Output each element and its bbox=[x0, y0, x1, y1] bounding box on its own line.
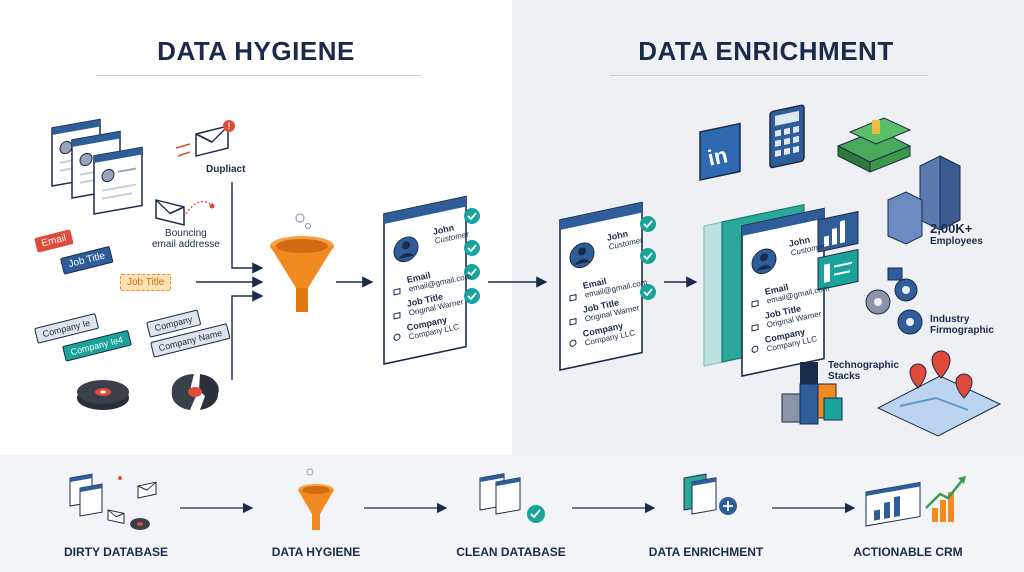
pipeline-clean-database-icon bbox=[479, 473, 545, 523]
enriched-contact-card bbox=[703, 203, 859, 377]
hygiene-funnel-icon bbox=[270, 213, 334, 312]
duplicate-label: Dupliact bbox=[206, 164, 246, 175]
bouncing-email-label: Bouncing email addresse bbox=[152, 228, 220, 250]
hygiene-title: DATA HYGIENE bbox=[157, 36, 355, 66]
enrichment-title-rule bbox=[610, 75, 928, 76]
duplicate-envelope-icon: ! bbox=[175, 120, 235, 157]
enrichment-title: DATA ENRICHMENT bbox=[638, 36, 894, 66]
stage-actionable-crm: ACTIONABLE CRM bbox=[853, 545, 963, 559]
enrichment-input-card bbox=[559, 201, 656, 371]
linkedin-icon bbox=[699, 122, 741, 181]
pipeline-band bbox=[0, 455, 1024, 572]
clean-card-checkmarks bbox=[464, 208, 480, 304]
firmographic-label: Firmographic bbox=[930, 325, 994, 336]
office-building-icon bbox=[887, 155, 961, 245]
location-map-icon bbox=[876, 350, 1002, 437]
stage-clean-database: CLEAN DATABASE bbox=[456, 545, 566, 559]
stacks-label: Stacks bbox=[828, 371, 861, 382]
dirty-data-connectors bbox=[196, 182, 264, 380]
broken-disk-icon bbox=[171, 373, 219, 410]
hygiene-title-rule bbox=[96, 75, 421, 76]
technographic-label: Technographic bbox=[828, 360, 899, 371]
svg-text:!: ! bbox=[228, 121, 231, 131]
clean-contact-card bbox=[383, 195, 467, 365]
stage-data-enrichment: DATA ENRICHMENT bbox=[648, 545, 764, 559]
pipeline-funnel-icon bbox=[298, 468, 334, 530]
industry-gears-icon bbox=[865, 267, 923, 335]
industry-label: Industry bbox=[930, 314, 970, 325]
bouncing-envelope-icon bbox=[155, 199, 215, 226]
employees-count: 2,00K+ bbox=[930, 221, 973, 236]
stage-dirty-database: DIRTY DATABASE bbox=[63, 545, 168, 559]
pipeline-enrichment-icon bbox=[683, 473, 737, 515]
stage-data-hygiene: DATA HYGIENE bbox=[271, 545, 361, 559]
money-stack-icon bbox=[836, 117, 912, 173]
calculator-icon bbox=[769, 104, 805, 169]
corrupted-disk-icon bbox=[77, 380, 129, 410]
technographic-stack-icon bbox=[781, 362, 843, 425]
pipeline-crm-chart-icon bbox=[865, 476, 966, 527]
pipeline-dirty-database-icon bbox=[69, 473, 157, 530]
job-title-tag-orange: Job Title bbox=[120, 274, 172, 291]
dirty-profile-documents bbox=[51, 118, 143, 215]
employees-label: Employees bbox=[930, 236, 983, 247]
